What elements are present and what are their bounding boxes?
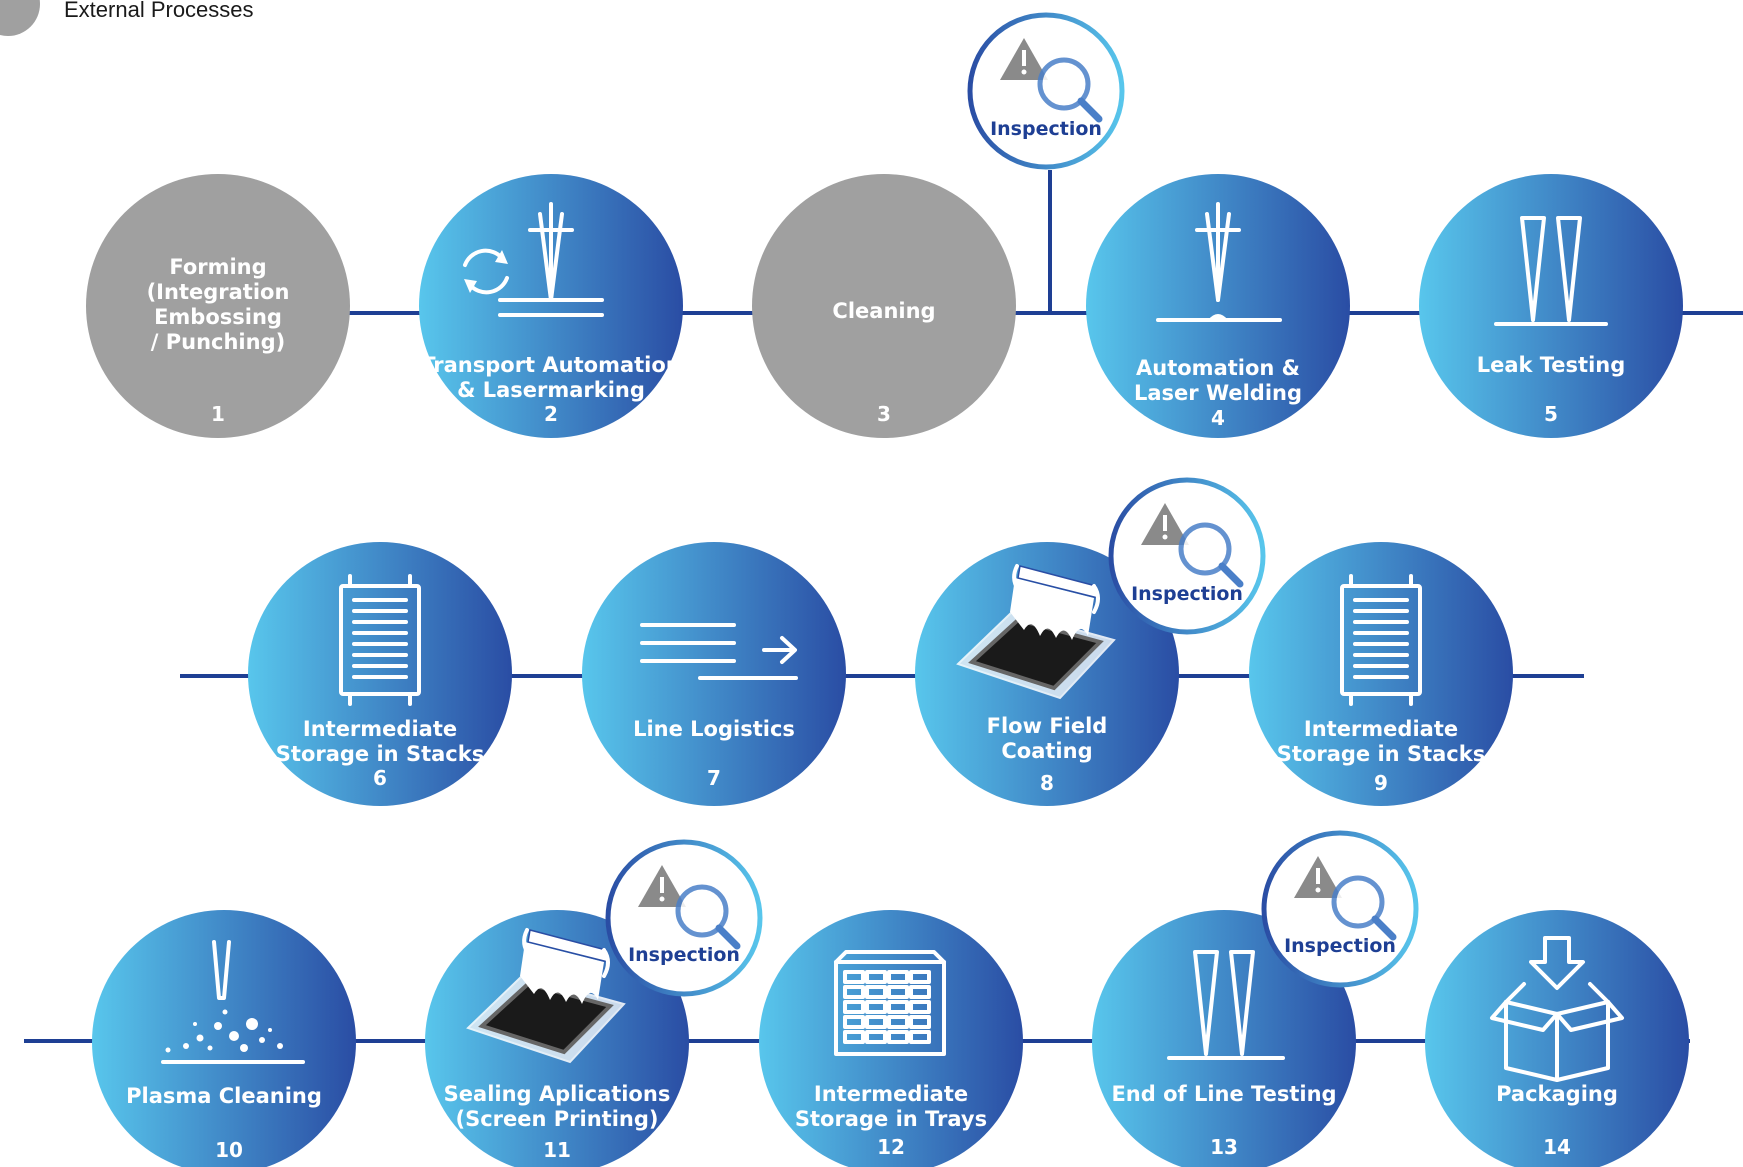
inspection-label-3: Inspection xyxy=(628,944,740,966)
step-4-label-line-2: Laser Welding xyxy=(1134,381,1302,405)
legend-external-swatch xyxy=(0,0,40,36)
step-9-label-line-2: Storage in Stacks xyxy=(1277,742,1485,766)
legend: External Processes xyxy=(0,0,254,36)
step-1-label-line-3: Embossing xyxy=(154,305,282,329)
inspection-label-2: Inspection xyxy=(1131,583,1243,605)
laser-welding-icon xyxy=(1156,202,1282,322)
inspection-icon xyxy=(638,865,741,950)
step-12-number: 12 xyxy=(877,1135,905,1159)
step-1-number: 1 xyxy=(211,402,225,426)
probe-icon xyxy=(1167,950,1285,1060)
step-6-number: 6 xyxy=(373,766,387,790)
stack-storage-icon xyxy=(1340,574,1422,706)
logistics-icon xyxy=(640,623,798,680)
inspection-label-1: Inspection xyxy=(990,118,1102,140)
probe-icon xyxy=(1494,216,1608,326)
step-2-label-line-2: & Lasermarking xyxy=(457,378,645,402)
step-3: Cleaning 3 xyxy=(752,174,1016,438)
step-14: Packaging 14 xyxy=(1425,910,1689,1167)
step-7-label: Line Logistics xyxy=(633,717,795,741)
step-13: End of Line Testing 13 xyxy=(1092,910,1356,1167)
plasma-icon xyxy=(161,940,305,1064)
step-10-circle xyxy=(92,910,356,1167)
step-10-number: 10 xyxy=(215,1138,243,1162)
step-9-number: 9 xyxy=(1374,771,1388,795)
step-1-label-line-4: / Punching) xyxy=(151,330,285,354)
step-5-number: 5 xyxy=(1544,402,1558,426)
step-6-label-line-2: Storage in Stacks xyxy=(276,742,484,766)
step-7: Line Logistics 7 xyxy=(582,542,846,806)
step-8-label-line-1: Flow Field xyxy=(987,714,1108,738)
step-1: Forming (Integration Embossing / Punchin… xyxy=(86,174,350,438)
step-1-label-line-2: (Integration xyxy=(147,280,290,304)
step-11-number: 11 xyxy=(543,1138,571,1162)
screen-printing-icon xyxy=(466,928,626,1064)
step-5: Leak Testing 5 xyxy=(1419,174,1683,438)
step-10-label: Plasma Cleaning xyxy=(126,1084,322,1108)
inspection-badge-3: Inspection xyxy=(605,839,763,997)
step-1-label-line-1: Forming xyxy=(169,255,266,279)
step-9: Intermediate Storage in Stacks 9 xyxy=(1249,542,1513,806)
step-5-label: Leak Testing xyxy=(1477,353,1626,377)
inspection-badge-4: Inspection xyxy=(1261,830,1419,988)
step-8-label-line-2: Coating xyxy=(1001,739,1092,763)
step-4: Automation & Laser Welding 4 xyxy=(1086,174,1350,438)
inspection-label-4: Inspection xyxy=(1284,935,1396,957)
step-9-circle xyxy=(1249,542,1513,806)
step-2-number: 2 xyxy=(544,402,558,426)
step-13-number: 13 xyxy=(1210,1135,1238,1159)
step-3-circle xyxy=(752,174,1016,438)
step-8-number: 8 xyxy=(1040,771,1054,795)
step-11: Sealing Aplications (Screen Printing) 11 xyxy=(425,910,689,1167)
step-14-number: 14 xyxy=(1543,1135,1571,1159)
step-5-circle xyxy=(1419,174,1683,438)
step-2-label-line-1: Transport Automation xyxy=(421,353,681,377)
packaging-icon xyxy=(1490,936,1624,1082)
step-2: Transport Automation & Lasermarking 2 xyxy=(419,174,683,438)
step-9-label-line-1: Intermediate xyxy=(1304,717,1458,741)
step-3-number: 3 xyxy=(877,402,891,426)
step-12-label-line-2: Storage in Trays xyxy=(795,1107,987,1131)
step-12: Intermediate Storage in Trays 12 xyxy=(759,910,1023,1167)
step-6-label-line-1: Intermediate xyxy=(303,717,457,741)
inspection-badge-1: Inspection xyxy=(967,12,1125,170)
step-14-label: Packaging xyxy=(1496,1082,1618,1106)
step-6-circle xyxy=(248,542,512,806)
step-4-number: 4 xyxy=(1211,406,1225,430)
step-2-circle xyxy=(419,174,683,438)
step-7-circle xyxy=(582,542,846,806)
step-4-label-line-1: Automation & xyxy=(1136,356,1300,380)
inspection-badge-2: Inspection xyxy=(1108,477,1266,635)
step-6: Intermediate Storage in Stacks 6 xyxy=(248,542,512,806)
step-13-label: End of Line Testing xyxy=(1111,1082,1336,1106)
step-8: Flow Field Coating 8 xyxy=(915,542,1179,806)
inspection-icon xyxy=(1141,503,1244,588)
inspection-icon xyxy=(1294,856,1397,941)
step-12-label-line-1: Intermediate xyxy=(814,1082,968,1106)
step-11-label-line-2: (Screen Printing) xyxy=(456,1107,659,1131)
step-13-circle xyxy=(1092,910,1356,1167)
legend-label: External Processes xyxy=(64,0,254,22)
step-10: Plasma Cleaning 10 xyxy=(92,910,356,1167)
stack-storage-icon xyxy=(339,574,421,706)
inspection-icon xyxy=(1000,38,1103,123)
step-1-circle xyxy=(86,174,350,438)
step-11-label-line-1: Sealing Aplications xyxy=(444,1082,671,1106)
step-4-circle xyxy=(1086,174,1350,438)
tray-storage-icon xyxy=(834,950,946,1056)
screen-printing-icon xyxy=(956,564,1116,700)
step-3-label: Cleaning xyxy=(832,299,935,323)
laser-marking-icon xyxy=(463,202,604,317)
step-7-number: 7 xyxy=(707,766,721,790)
